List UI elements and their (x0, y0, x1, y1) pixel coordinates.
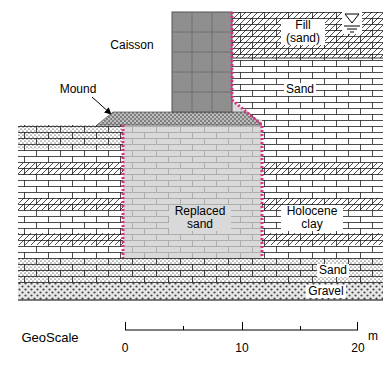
gravel-layer (18, 283, 383, 300)
scale-title: GeoScale (19, 331, 80, 344)
caisson-cell-line (172, 92, 232, 93)
caisson-cell-line (192, 12, 193, 112)
clay-hatch-band (18, 233, 123, 245)
fill-boundary (232, 58, 383, 59)
part-label: Caisson (108, 39, 155, 52)
replacement-boundary (122, 125, 125, 258)
scale-bar (125, 322, 358, 330)
scale-number: 0 (120, 342, 131, 355)
layer-label: Holocene clay (281, 205, 343, 231)
replaced-sand (123, 120, 262, 258)
layer-label: Replaced sand (169, 205, 231, 231)
caisson-grid (172, 12, 232, 112)
mound (97, 112, 262, 125)
sand-layer (18, 258, 383, 283)
sand-layer-lines (18, 258, 383, 283)
layer-label: Gravel (306, 285, 345, 298)
part-label: Mound (58, 83, 99, 96)
backfill (232, 12, 383, 125)
caisson-cell-line (172, 32, 232, 33)
layer-label: Sand (317, 264, 349, 277)
clay-hatch-band (18, 163, 123, 175)
caisson (172, 12, 232, 112)
layer-label: Sand (284, 83, 316, 96)
caisson-cell-line (172, 72, 232, 73)
scale-number: 20 (349, 342, 366, 355)
replacement-boundary (232, 12, 262, 258)
surface-sand-lines (18, 125, 123, 149)
clay-hatch-band (262, 233, 383, 245)
fill-sand (232, 12, 383, 58)
clay-hatch-band (262, 163, 383, 175)
water-table-symbol (342, 12, 362, 34)
scale-number: 10 (233, 342, 250, 355)
replaced-sand-lines (123, 120, 262, 258)
caisson-cell-line (172, 52, 232, 53)
caisson-cell-line (212, 12, 213, 112)
clay-hatch-band (18, 198, 123, 210)
leader-line (92, 97, 111, 114)
backfill-lines (232, 12, 383, 125)
scale-unit: m (366, 330, 380, 343)
base-line (18, 300, 383, 301)
surface-sand (18, 125, 123, 149)
layer-label: Fill (sand) (281, 19, 325, 45)
